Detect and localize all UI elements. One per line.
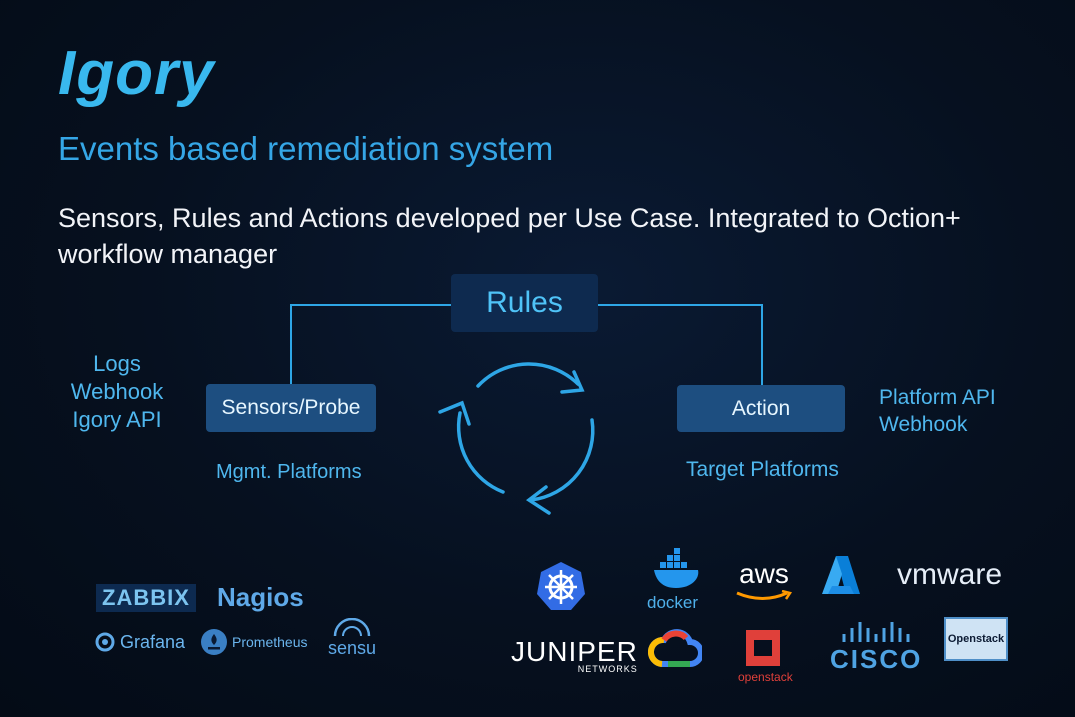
azure-icon [822,556,860,594]
docker-icon [654,548,699,588]
openstack-label: openstack [738,670,793,684]
page-title: Igory [58,39,215,108]
input-webhook: Webhook [70,379,164,404]
docker-label: docker [647,593,699,612]
google-cloud-icon [648,629,702,667]
juniper-logo: JUNIPER NETWORKS [511,636,638,674]
action-outputs: Platform API Webhook [879,384,996,438]
openstack-badge-label: Openstack [947,633,1005,645]
page-subtitle: Events based remediation system [58,130,554,167]
cisco-label: CISCO [830,644,923,674]
input-logs: Logs [93,351,141,376]
grafana-logo: Grafana [94,631,185,653]
sensu-label: sensu [328,638,377,658]
sensors-probe-box: Sensors/Probe [206,384,376,432]
aws-smile-icon [736,590,793,600]
nagios-logo: Nagios [217,582,304,612]
openstack-icon [746,630,780,666]
cycle-icon [438,362,595,515]
description: Sensors, Rules and Actions developed per… [58,203,961,269]
aws-logo: aws [735,558,793,602]
sensu-logo: sensu [328,618,376,659]
action-box: Action [677,385,845,432]
output-webhook: Webhook [879,413,968,436]
sensor-inputs: Logs Webhook Igory API [58,350,176,434]
juniper-label: JUNIPER [511,636,638,667]
input-igory-api: Igory API [72,407,162,432]
grafana-icon [95,632,115,652]
action-caption: Target Platforms [686,458,839,481]
kubernetes-icon [537,562,585,610]
rules-to-sensors-line [290,304,451,384]
juniper-sub-label: NETWORKS [577,664,638,674]
rules-to-action-line [598,304,763,385]
rules-box: Rules [451,274,598,332]
output-platform-api: Platform API [879,386,996,409]
openstack-badge: Openstack [944,617,1008,661]
grafana-label: Grafana [120,631,186,652]
sensors-caption: Mgmt. Platforms [216,461,362,483]
zabbix-logo: ZABBIX [96,584,196,612]
cisco-logo: CISCO [830,622,922,675]
prometheus-logo: Prometheus [200,628,307,656]
vmware-logo: vmware [897,558,1003,591]
prometheus-label: Prometheus [232,634,308,650]
cisco-bars-icon [842,622,910,642]
sensu-icon [333,618,371,637]
aws-label: aws [739,558,789,589]
prometheus-icon [201,629,227,655]
